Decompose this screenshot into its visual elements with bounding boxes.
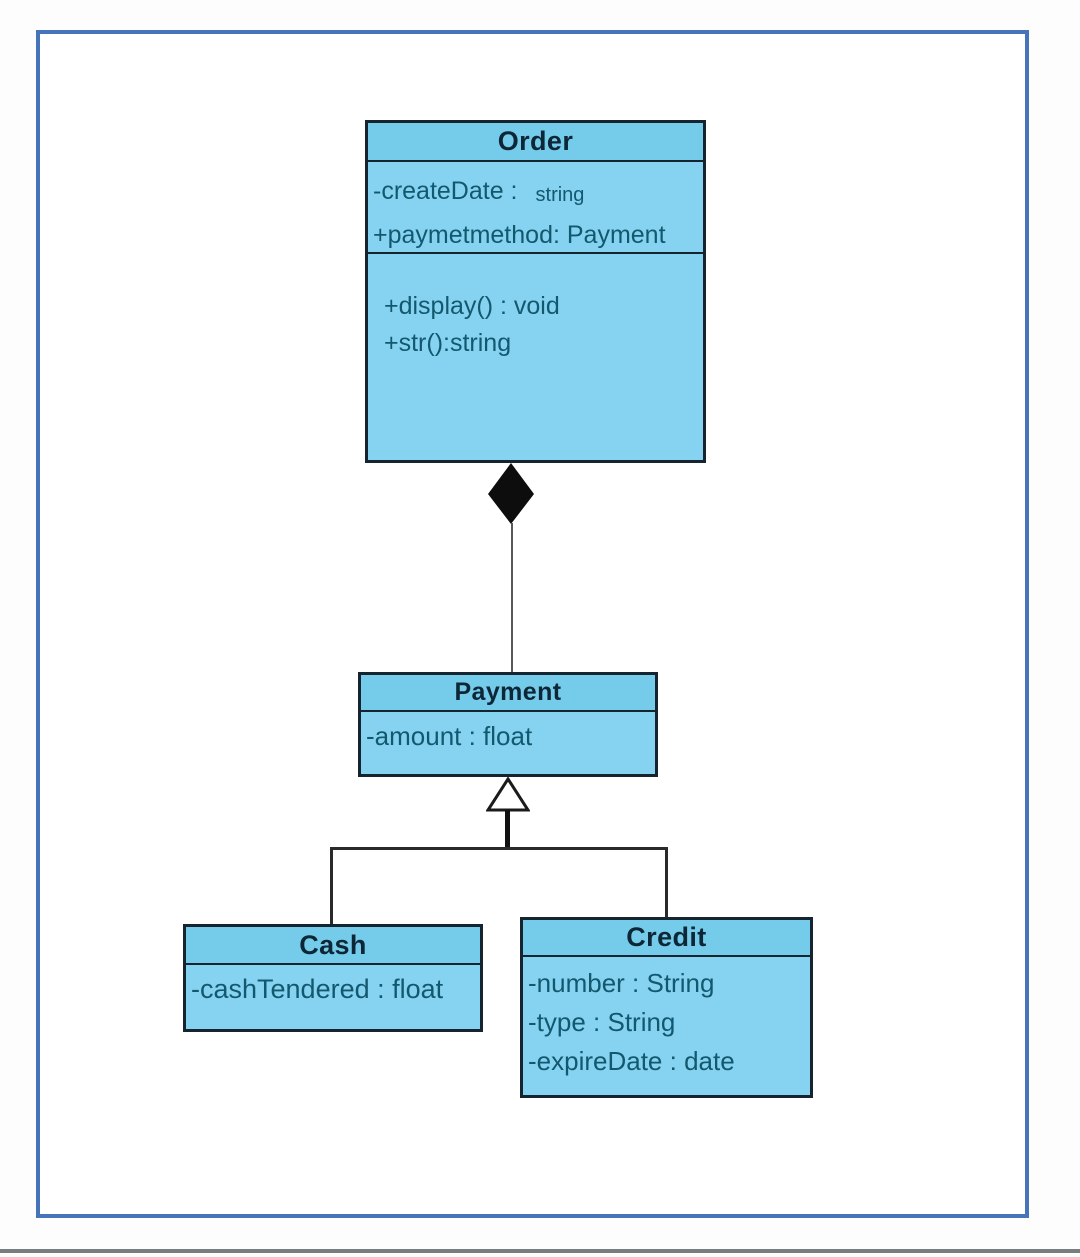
credit-attributes-compartment: -number : String -type : String -expireD… bbox=[523, 957, 810, 1081]
class-title-order: Order bbox=[368, 123, 703, 162]
composition-diamond-icon bbox=[488, 463, 534, 524]
inheritance-cash-line bbox=[330, 847, 333, 926]
attribute-paymetmethod: +paymetmethod: Payment bbox=[373, 221, 666, 249]
attribute-createdate: -createDate : string bbox=[373, 170, 699, 214]
inheritance-credit-line bbox=[665, 847, 668, 919]
attribute-amount: -amount : float bbox=[366, 721, 533, 751]
attribute-createdate-type: string bbox=[535, 184, 585, 206]
order-attributes-compartment: -createDate : string +paymetmethod: Payme… bbox=[368, 162, 703, 254]
class-box-payment: Payment -amount : float bbox=[358, 672, 658, 777]
class-box-cash: Cash -cashTendered : float bbox=[183, 924, 483, 1032]
composition-connector-line bbox=[511, 523, 513, 674]
screenshot-bottom-edge-line bbox=[0, 1249, 1080, 1253]
method-display: +display() : void bbox=[384, 292, 560, 320]
order-methods-compartment: +display() : void +str():string bbox=[368, 254, 703, 362]
class-title-cash: Cash bbox=[186, 927, 480, 965]
inheritance-horizontal-line bbox=[330, 847, 668, 850]
attribute-expiredate: -expireDate : date bbox=[528, 1046, 735, 1076]
payment-attributes-compartment: -amount : float bbox=[361, 712, 655, 752]
attribute-type: -type : String bbox=[528, 1007, 676, 1037]
cash-attributes-compartment: -cashTendered : float bbox=[186, 965, 480, 1005]
class-box-credit: Credit -number : String -type : String -… bbox=[520, 917, 813, 1098]
method-str: +str():string bbox=[384, 329, 512, 357]
attribute-number: -number : String bbox=[528, 968, 715, 998]
inheritance-triangle-icon bbox=[486, 777, 530, 812]
class-box-order: Order -createDate : string +paymetmethod:… bbox=[365, 120, 706, 463]
class-title-credit: Credit bbox=[523, 920, 810, 957]
attribute-cashtendered: -cashTendered : float bbox=[191, 974, 444, 1004]
attribute-createdate-name: -createDate : bbox=[373, 177, 518, 205]
class-title-payment: Payment bbox=[361, 675, 655, 712]
inheritance-stem-line bbox=[505, 810, 510, 850]
